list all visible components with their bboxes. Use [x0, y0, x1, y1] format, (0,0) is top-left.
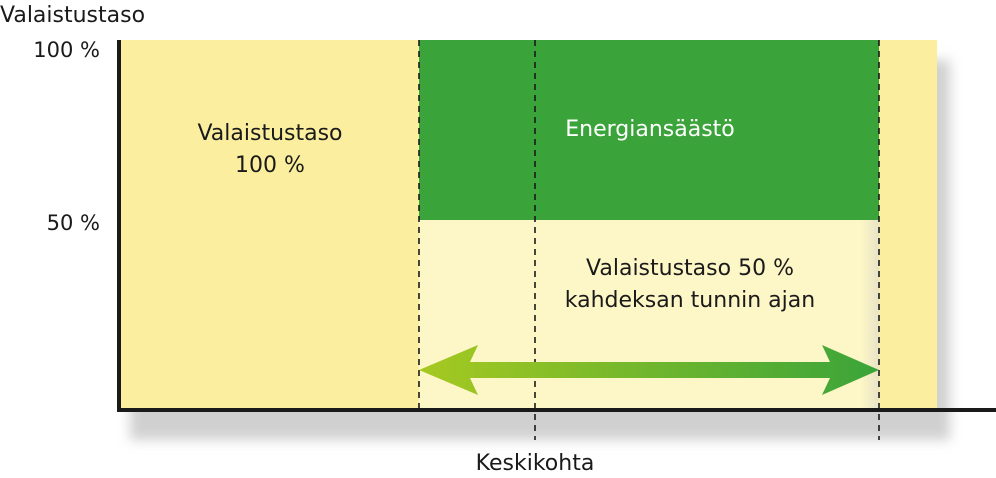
reduced-level-label-line2: kahdeksan tunnin ajan [565, 288, 815, 313]
y-axis-title: Valaistustaso [0, 3, 145, 28]
reduced-level-label-line1: Valaistustaso 50 % [586, 256, 794, 281]
midpoint-label: Keskikohta [476, 451, 595, 476]
reduced-level-region [419, 220, 879, 410]
boundary-shade [861, 220, 879, 410]
double-headed-arrow-icon [419, 345, 879, 395]
energy-saving-label: Energiansäästö [565, 117, 735, 142]
energy-saving-region [419, 40, 879, 220]
full-level-region [119, 40, 419, 410]
full-level-region-right [879, 40, 937, 410]
full-level-label-line1: Valaistustaso [197, 121, 342, 146]
y-tick-100: 100 % [33, 38, 100, 62]
full-level-label-line2: 100 % [235, 153, 305, 178]
y-tick-50: 50 % [47, 211, 100, 235]
